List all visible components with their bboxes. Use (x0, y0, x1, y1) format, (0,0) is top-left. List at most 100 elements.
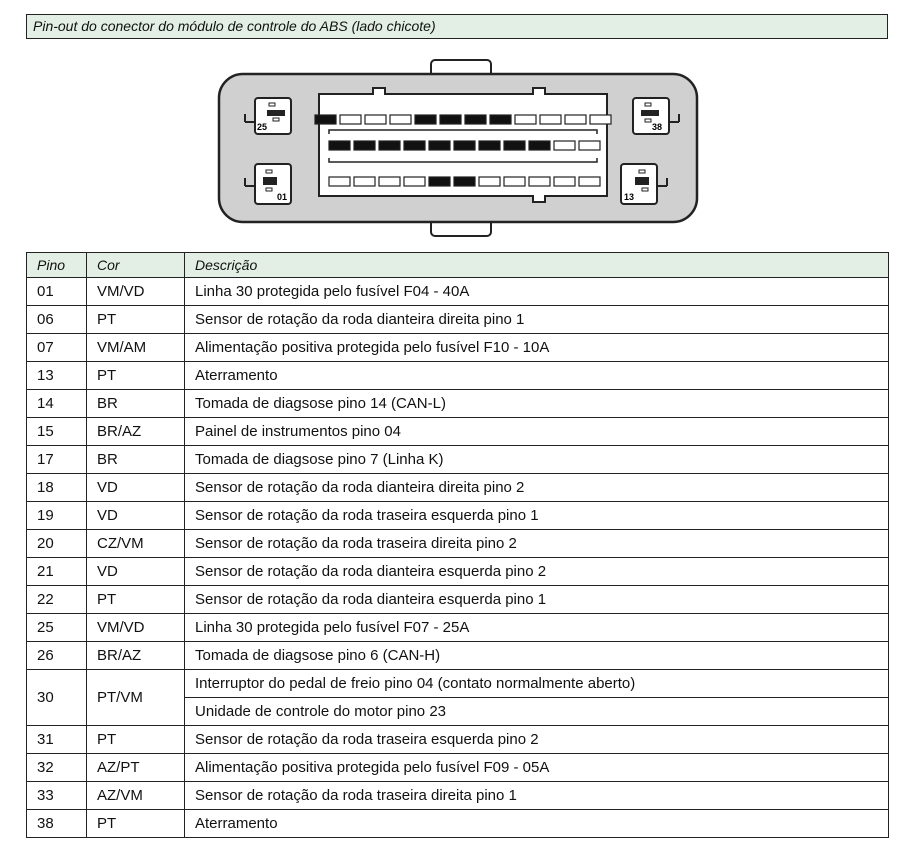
cell-pino: 32 (26, 753, 87, 782)
pin-cavity (403, 176, 426, 187)
cell-descricao: Sensor de rotação da roda traseira esque… (184, 725, 889, 754)
cell-cor: BR/AZ (86, 417, 185, 446)
header-pino: Pino (26, 252, 87, 278)
pin-cavity (578, 176, 601, 187)
socket-bottom-left: 01 (244, 163, 292, 205)
cell-cor: PT (86, 809, 185, 838)
cavity-divider-lower (328, 158, 598, 163)
pin-cavity (489, 114, 512, 125)
pin-cavity (353, 140, 376, 151)
pin-label-01: 01 (277, 192, 287, 202)
cell-descricao: Aterramento (184, 361, 889, 390)
cell-cor: AZ/VM (86, 781, 185, 810)
pin-cavity (339, 114, 362, 125)
connector-diagram: 25 01 38 13 (217, 59, 699, 237)
pin-row-3 (328, 176, 601, 187)
pin-cavity (528, 140, 551, 151)
pin-cavity (453, 140, 476, 151)
cell-cor: PT (86, 585, 185, 614)
cell-descricao: Alimentação positiva protegida pelo fusí… (184, 333, 889, 362)
pin-cavity (328, 140, 351, 151)
cell-cor: BR (86, 445, 185, 474)
pin-cavity (389, 114, 412, 125)
pin-label-25: 25 (257, 122, 267, 132)
cell-descricao: Sensor de rotação da roda dianteira dire… (184, 473, 889, 502)
cell-descricao: Tomada de diagsose pino 6 (CAN-H) (184, 641, 889, 670)
cell-pino: 01 (26, 277, 87, 306)
pin-cavity (439, 114, 462, 125)
cell-cor: VD (86, 473, 185, 502)
cell-pino: 30 (26, 669, 87, 726)
cell-cor: VD (86, 557, 185, 586)
pin-cavity (478, 140, 501, 151)
socket-top-left: 25 (244, 97, 292, 135)
pin-label-38: 38 (652, 122, 662, 132)
pin-cavity (528, 176, 551, 187)
cell-pino: 33 (26, 781, 87, 810)
header-descricao: Descrição (184, 252, 889, 278)
cell-descricao: Sensor de rotação da roda traseira esque… (184, 501, 889, 530)
cell-pino: 17 (26, 445, 87, 474)
pin-cavity (464, 114, 487, 125)
cell-descricao: Sensor de rotação da roda dianteira esqu… (184, 585, 889, 614)
cell-cor: PT/VM (86, 669, 185, 726)
cell-cor: VM/AM (86, 333, 185, 362)
cell-pino: 38 (26, 809, 87, 838)
pin-cavity (403, 140, 426, 151)
table-header-row: Pino Cor Descrição (26, 252, 889, 278)
pin-cavity (314, 114, 337, 125)
cell-pino: 06 (26, 305, 87, 334)
cell-cor: AZ/PT (86, 753, 185, 782)
cell-pino: 19 (26, 501, 87, 530)
pin-cavity (378, 176, 401, 187)
page-title: Pin-out do conector do módulo de control… (26, 14, 888, 39)
cell-pino: 26 (26, 641, 87, 670)
cell-cor: VD (86, 501, 185, 530)
cell-cor: BR/AZ (86, 641, 185, 670)
cell-cor: BR (86, 389, 185, 418)
cell-pino: 25 (26, 613, 87, 642)
cell-descricao: Unidade de controle do motor pino 23 (184, 697, 889, 726)
pin-cavity (564, 114, 587, 125)
socket-top-right: 38 (632, 97, 680, 135)
cell-descricao: Aterramento (184, 809, 889, 838)
socket-bottom-right: 13 (620, 163, 668, 205)
cell-cor: CZ/VM (86, 529, 185, 558)
cell-pino: 22 (26, 585, 87, 614)
cell-pino: 07 (26, 333, 87, 362)
cell-descricao: Sensor de rotação da roda traseira direi… (184, 529, 889, 558)
pin-cavity (539, 114, 562, 125)
pin-cavity (378, 140, 401, 151)
pin-cavity (328, 176, 351, 187)
cell-pino: 31 (26, 725, 87, 754)
pin-cavity (553, 140, 576, 151)
cell-descricao: Linha 30 protegida pelo fusível F07 - 25… (184, 613, 889, 642)
cell-descricao: Sensor de rotação da roda traseira direi… (184, 781, 889, 810)
cell-cor: PT (86, 305, 185, 334)
cell-pino: 20 (26, 529, 87, 558)
header-cor: Cor (86, 252, 185, 278)
pin-cavity (503, 176, 526, 187)
pin-row-1 (314, 114, 612, 125)
pin-cavity (453, 176, 476, 187)
table-row: Unidade de controle do motor pino 23 (27, 697, 889, 726)
cell-pino: 14 (26, 389, 87, 418)
pin-row-2 (328, 140, 601, 151)
cell-descricao: Sensor de rotação da roda dianteira dire… (184, 305, 889, 334)
pin-cavity (353, 176, 376, 187)
